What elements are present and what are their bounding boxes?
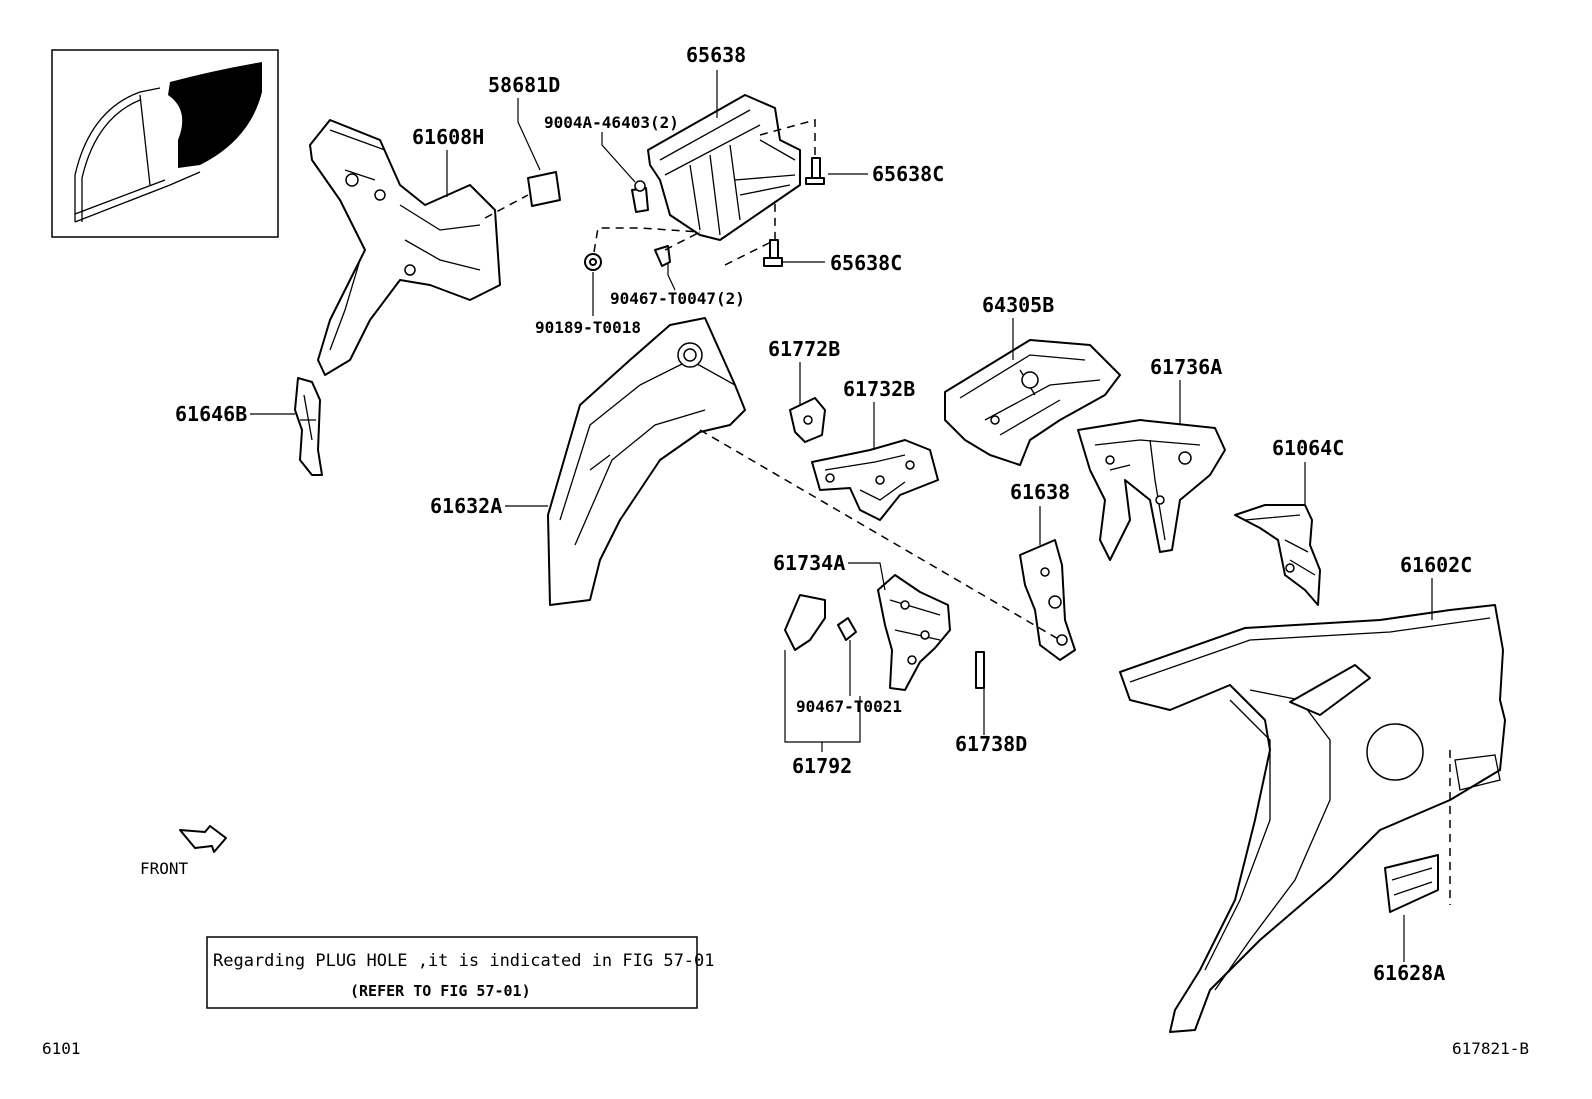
note-line-1: Regarding PLUG HOLE ,it is indicated in … [213, 951, 715, 971]
part-61792-drawing [784, 594, 857, 651]
label-61732b: 61732B [843, 377, 915, 401]
part-61608h-drawing [309, 119, 501, 376]
part-61772b-drawing [789, 397, 826, 443]
footer-left-code: 6101 [42, 1039, 81, 1058]
part-61638-drawing [1019, 539, 1076, 661]
part-labels: 65638 9004A-46403(2) 58681D 61608H 65638… [175, 43, 1472, 985]
part-61064c-drawing [1234, 504, 1321, 606]
label-90189-t0018: 90189-T0018 [535, 318, 641, 337]
part-58681d-drawing [527, 171, 561, 207]
label-61736a: 61736A [1150, 355, 1222, 379]
label-61064c: 61064C [1272, 436, 1344, 460]
label-90467-t0021: 90467-T0021 [796, 697, 902, 716]
label-61628a: 61628A [1373, 961, 1445, 985]
label-61734a: 61734A [773, 551, 845, 575]
label-61602c: 61602C [1400, 553, 1472, 577]
label-64305b: 64305B [982, 293, 1054, 317]
part-64305b-drawing [944, 339, 1121, 466]
part-clips [584, 245, 671, 271]
label-65638: 65638 [686, 43, 746, 67]
part-65638c-screws [763, 157, 825, 267]
label-90467-t0047: 90467-T0047(2) [610, 289, 745, 308]
part-61732b-drawing [811, 439, 939, 521]
part-61632a-drawing [547, 317, 746, 606]
front-arrow: FRONT [140, 825, 227, 878]
label-61792: 61792 [792, 754, 852, 778]
front-label: FRONT [140, 859, 189, 878]
label-61632a: 61632A [430, 494, 502, 518]
locator-inset [51, 49, 279, 238]
part-61646b-drawing [294, 377, 323, 476]
label-61772b: 61772B [768, 337, 840, 361]
note-line-2: (REFER TO FIG 57-01) [350, 982, 531, 1000]
part-61602c-drawing [1119, 604, 1506, 1033]
label-9004a-46403: 9004A-46403(2) [544, 113, 679, 132]
label-61638: 61638 [1010, 480, 1070, 504]
label-61646b: 61646B [175, 402, 247, 426]
plug-hole-note: Regarding PLUG HOLE ,it is indicated in … [206, 936, 715, 1009]
leader-lines [250, 70, 1433, 962]
label-65638c-lower: 65638C [830, 251, 902, 275]
label-61738d: 61738D [955, 732, 1027, 756]
footer-right-code: 617821-B [1452, 1039, 1529, 1058]
part-61738d-drawing [975, 651, 985, 689]
part-61736a-drawing [1077, 419, 1226, 561]
part-61734a-drawing [877, 574, 951, 691]
part-61628a-drawing [1384, 854, 1439, 913]
label-65638c-upper: 65638C [872, 162, 944, 186]
dashed-guides [484, 119, 1451, 905]
part-65638-drawing [631, 94, 801, 241]
label-61608h: 61608H [412, 125, 484, 149]
front-arrow-icon [179, 825, 227, 853]
label-58681d: 58681D [488, 73, 560, 97]
